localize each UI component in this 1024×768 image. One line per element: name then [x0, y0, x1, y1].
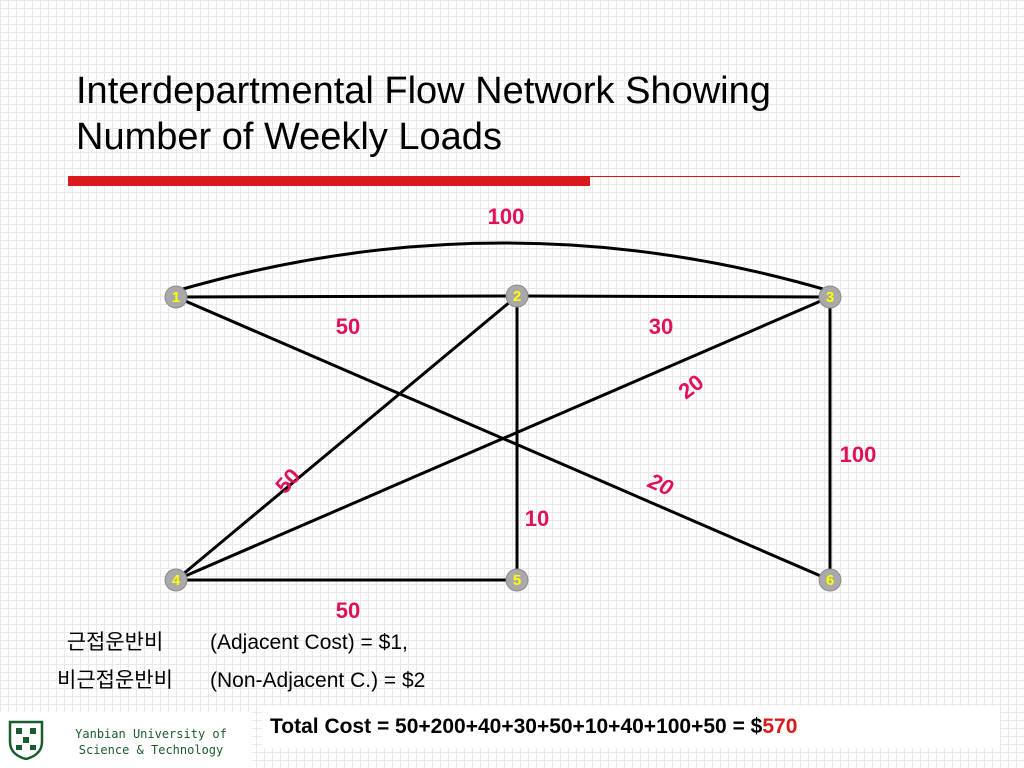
edge-1-3 [175, 241, 831, 293]
footer-university-logo: Yanbian University of Science & Technolo… [0, 712, 252, 768]
total-cost-formula: Total Cost = 50+200+40+30+50+10+40+100+5… [270, 715, 763, 738]
university-name: Yanbian University of Science & Technolo… [56, 726, 246, 758]
edge-label-1-2: 50 [336, 314, 360, 339]
node-label-2: 2 [513, 288, 521, 305]
node-2: 2 [505, 284, 529, 308]
adjacent-cost-korean: 근접운반비 [66, 631, 164, 654]
nonadjacent-cost-english: (Non-Adjacent C.) = $2 [210, 669, 426, 692]
edge-label-2-3: 30 [649, 314, 673, 339]
edge-label-3-6: 100 [840, 442, 877, 467]
edge-2-4 [175, 294, 518, 582]
adjacent-cost-line: 근접운반비 (Adjacent Cost) = $1, [20, 626, 560, 656]
edge-label-1-3: 100 [488, 204, 525, 229]
slide-title: Interdepartmental Flow Network Showing N… [76, 68, 976, 160]
edge-label-4-3: 20 [674, 369, 709, 404]
node-label-4: 4 [172, 572, 181, 589]
adjacent-cost-english: (Adjacent Cost) = $1, [210, 631, 408, 654]
node-6: 6 [818, 568, 842, 592]
node-label-3: 3 [826, 289, 834, 306]
nonadjacent-cost-korean: 비근접운반비 [57, 669, 173, 692]
slide-title-line-1: Interdepartmental Flow Network Showing [76, 70, 771, 112]
node-4: 4 [164, 568, 188, 592]
university-name-line-2: Science & Technology [78, 743, 224, 757]
node-circle-3 [818, 285, 842, 309]
node-circle-4 [164, 568, 188, 592]
university-seal-icon [8, 720, 44, 760]
node-label-6: 6 [826, 572, 834, 589]
node-circle-6 [818, 568, 842, 592]
edge-label-2-5: 10 [525, 506, 549, 531]
node-circle-1 [164, 285, 188, 309]
node-3: 3 [818, 285, 842, 309]
node-label-1: 1 [172, 289, 180, 306]
node-label-5: 5 [513, 572, 521, 589]
slide-title-line-2: Number of Weekly Loads [76, 116, 502, 158]
edge-1-6 [175, 295, 831, 582]
total-cost-value: 570 [762, 715, 798, 738]
edge-label-2-4: 50 [270, 463, 305, 498]
university-name-line-1: Yanbian University of [75, 727, 227, 741]
node-1: 1 [164, 285, 188, 309]
edges-layer [175, 241, 832, 582]
title-underline-thin [590, 176, 960, 177]
nonadjacent-cost-line: 비근접운반비 (Non-Adjacent C.) = $2 [20, 664, 560, 694]
nodes-layer: 1 2 3 4 5 6 [164, 284, 842, 592]
edge-2-3 [516, 294, 831, 299]
edge-1-2 [175, 294, 518, 299]
total-cost-box: Total Cost = 50+200+40+30+50+10+40+100+5… [262, 706, 1000, 748]
edge-label-1-6: 20 [644, 468, 678, 502]
title-underline-red [68, 176, 590, 186]
node-circle-5 [505, 568, 529, 592]
flow-network-diagram: 100 50 30 20 20 100 50 10 50 1 2 3 4 5 6 [164, 204, 877, 623]
edge-label-4-5: 50 [336, 598, 360, 623]
node-5: 5 [505, 568, 529, 592]
node-circle-2 [505, 284, 529, 308]
